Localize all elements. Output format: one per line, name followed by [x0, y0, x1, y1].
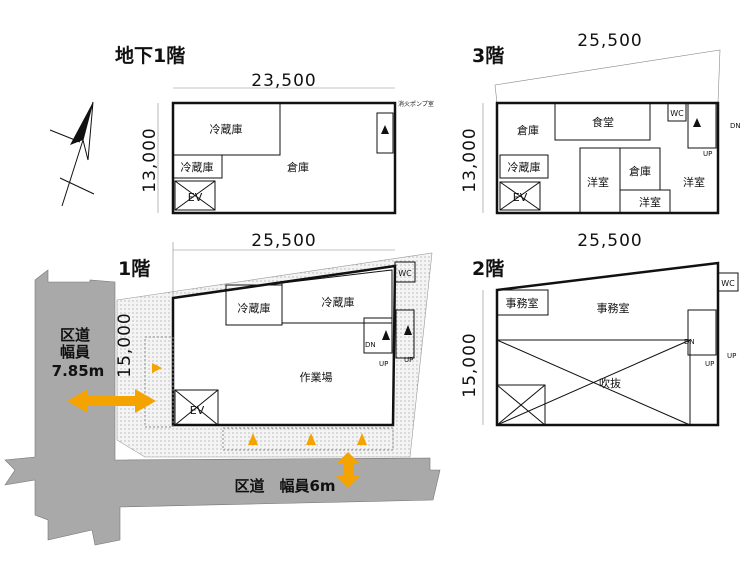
elevator-label: EV	[513, 191, 528, 204]
wc-label: WC	[670, 109, 684, 118]
entrance-marker-icon	[357, 433, 367, 445]
west-road-width: 7.85m	[52, 362, 105, 380]
floor-title: 地下1階	[115, 44, 185, 67]
room-label: 倉庫	[287, 160, 309, 174]
pump-room-label: 消火ポンプ室	[398, 100, 434, 108]
room-label: 倉庫	[629, 164, 651, 178]
room-label: 冷蔵庫	[238, 301, 271, 315]
room-label: 事務室	[506, 296, 539, 310]
room-label: 倉庫	[517, 123, 539, 137]
third-floor-plan: 3階 25,500 13,000 倉庫 食堂 WC 冷蔵庫 EV 洋室 倉庫 洋…	[460, 31, 741, 215]
depth-dimension: 13,000	[140, 127, 160, 192]
access-double-arrow-icon	[336, 452, 360, 488]
room-label: 洋室	[639, 195, 661, 209]
depth-dimension: 13,000	[460, 127, 480, 192]
entrance-marker-icon	[248, 433, 258, 445]
stair-label: DN	[730, 122, 741, 130]
west-road	[4, 269, 441, 546]
stair-label: UP	[727, 352, 736, 360]
stair-label: UP	[404, 356, 413, 364]
wc-label: WC	[398, 269, 412, 278]
room-label: 食堂	[592, 115, 614, 129]
atrium-label: 吹抜	[599, 376, 621, 390]
first-floor-plan: 1階 25,500 15,000 冷蔵庫 冷蔵庫 作業場 EV WC DN UP…	[67, 231, 433, 488]
room-label: 冷蔵庫	[508, 160, 541, 174]
second-floor-plan: 2階 25,500 15,000 事務室 事務室 吹抜 WC DN UP UP	[460, 231, 739, 427]
room-label: 冷蔵庫	[181, 160, 214, 174]
stair-label: UP	[703, 150, 712, 158]
floor-title: 3階	[472, 45, 504, 67]
room-label: 洋室	[587, 175, 609, 189]
width-dimension: 25,500	[577, 231, 642, 251]
floor-title: 2階	[472, 258, 504, 280]
depth-dimension: 15,000	[460, 332, 480, 397]
width-dimension: 25,500	[577, 31, 642, 51]
stair-label: UP	[705, 360, 714, 368]
room-label: 洋室	[683, 175, 705, 189]
entrance-marker-icon	[152, 363, 162, 373]
width-dimension: 23,500	[251, 71, 316, 91]
room-label: 作業場	[300, 371, 333, 384]
wc-label: WC	[721, 279, 735, 288]
entrance-marker-icon	[306, 433, 316, 445]
basement-floor-plan: 地下1階 23,500 13,000 冷蔵庫 冷蔵庫 倉庫 EV 消火ポンプ室	[115, 44, 434, 215]
stair-label: UP	[379, 360, 388, 368]
stair-label: DN	[684, 338, 695, 346]
north-arrow-icon	[49, 101, 95, 207]
depth-dimension: 15,000	[115, 312, 135, 377]
access-double-arrow-icon	[67, 389, 156, 413]
room-label: 冷蔵庫	[322, 295, 355, 309]
west-road-label: 幅員	[60, 343, 90, 361]
room-label: 冷蔵庫	[210, 122, 243, 136]
floor-title: 1階	[118, 258, 150, 280]
room-label: 事務室	[597, 301, 630, 315]
width-dimension: 25,500	[251, 231, 316, 251]
south-road-label: 区道 幅員6m	[234, 477, 335, 495]
stair-label: DN	[365, 341, 376, 349]
elevator-label: EV	[190, 404, 205, 417]
west-road-label: 区道	[60, 326, 90, 344]
roads: 区道 幅員 7.85m 区道 幅員6m	[4, 269, 441, 546]
elevator-label: EV	[188, 191, 203, 204]
